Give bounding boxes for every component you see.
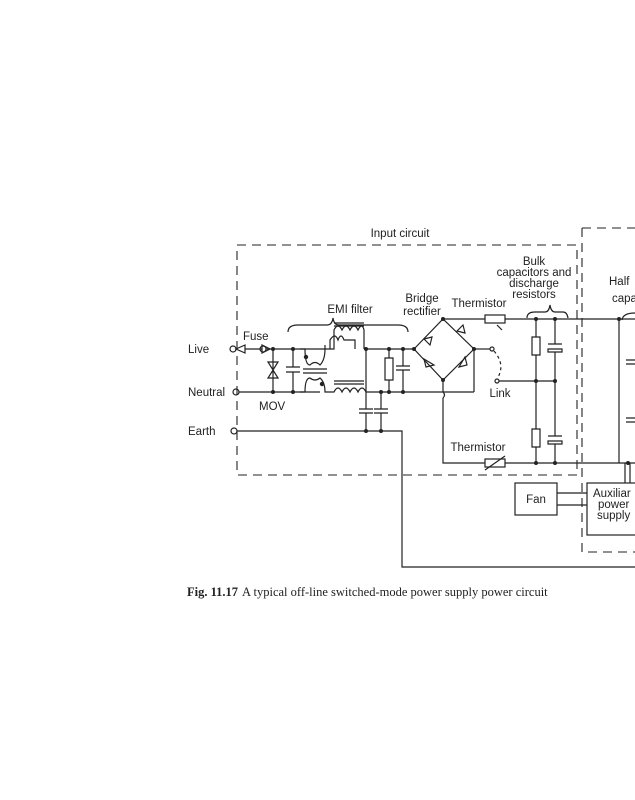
aux-label-2: power (598, 499, 629, 511)
bulk-capacitors (547, 319, 563, 463)
thermistor-bottom-label: Thermistor (451, 442, 506, 454)
inductor-neutral (330, 387, 367, 394)
auxiliary-power-supply-box (586, 482, 635, 536)
aux-label-1: Auxiliar (593, 488, 631, 500)
aux-label-3: supply (597, 510, 630, 522)
neutral-label: Neutral (188, 387, 225, 399)
fan-label: Fan (526, 494, 546, 506)
half-label-2: capa (612, 293, 635, 305)
figure-number: Fig. 11.17 (187, 585, 239, 599)
bulk-label-2: capacitors and (497, 267, 572, 279)
thermistor-top-label: Thermistor (452, 298, 507, 310)
bulk-label-1: Bulk (523, 256, 546, 268)
earth-label: Earth (188, 426, 216, 438)
discharge-resistors (531, 319, 541, 463)
earth-wire (237, 430, 635, 568)
fuse-label: Fuse (243, 331, 269, 343)
neutral-terminal (232, 388, 240, 396)
input-circuit-boundary (236, 244, 578, 476)
thermistor-bottom-icon (484, 458, 506, 468)
mov-icon (266, 349, 280, 392)
emi-filter-label: EMI filter (327, 304, 373, 316)
bridge-rectifier-icon (413, 318, 475, 381)
input-circuit-label: Input circuit (371, 228, 431, 240)
link-icon (493, 350, 502, 380)
inductor-live (330, 325, 365, 350)
link-label: Link (489, 388, 510, 400)
bulk-label-4: resistors (512, 289, 556, 301)
earth-terminal (230, 427, 238, 435)
rectifier-label: rectifier (403, 306, 441, 318)
bridge-label: Bridge (405, 293, 438, 305)
live-label: Live (188, 344, 209, 356)
converter-boundary (581, 227, 635, 553)
fan-box (514, 482, 558, 516)
mov-label: MOV (259, 401, 286, 413)
half-label-1: Half (609, 276, 630, 288)
bulk-brace (526, 304, 569, 319)
thermistor-top-icon (484, 314, 506, 324)
caption-text: A typical off-line switched-mode power s… (242, 585, 548, 599)
fuse-icon (234, 344, 272, 354)
emi-filter-brace (287, 317, 409, 333)
bulk-label-3: discharge (509, 278, 559, 290)
